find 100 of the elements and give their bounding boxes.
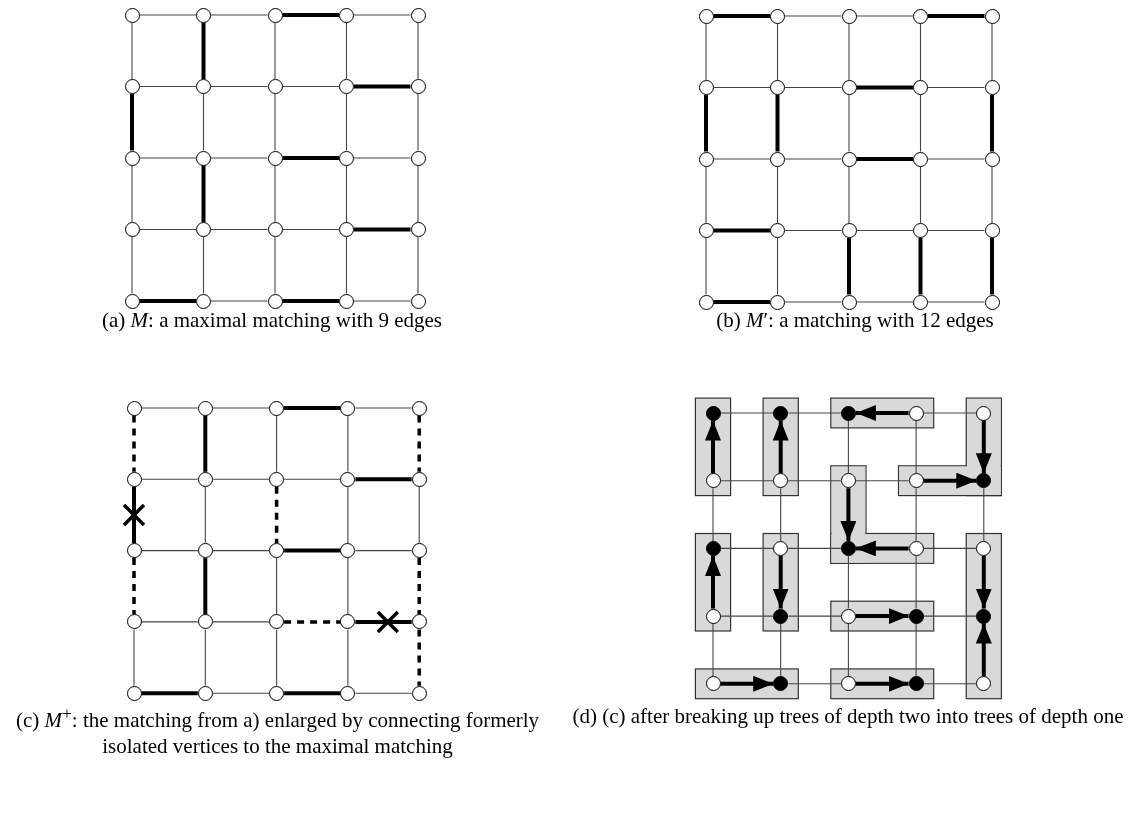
graph-edge bbox=[276, 414, 278, 473]
vertex-circle bbox=[410, 7, 426, 23]
graph-edge bbox=[417, 236, 419, 295]
arrow bbox=[855, 405, 909, 421]
graph-edge bbox=[138, 228, 197, 231]
matching-edge bbox=[284, 406, 341, 410]
vertex-circle bbox=[196, 7, 211, 23]
graph-edge bbox=[274, 21, 276, 80]
graph-edge bbox=[138, 14, 197, 16]
vertex-circle bbox=[340, 685, 356, 701]
graph-edge bbox=[347, 414, 349, 473]
matching-edge bbox=[713, 228, 770, 233]
graph-edge bbox=[417, 93, 419, 152]
arrow bbox=[975, 623, 992, 677]
graph-edge bbox=[347, 486, 349, 544]
vertex-circle bbox=[340, 543, 356, 559]
graph-edge bbox=[418, 486, 420, 544]
graph-edge bbox=[847, 623, 849, 677]
graph-edge bbox=[719, 412, 774, 414]
graph-edge bbox=[719, 615, 774, 617]
graph-edge bbox=[719, 547, 774, 549]
matching-edge bbox=[918, 238, 923, 295]
vertex-circle bbox=[698, 151, 714, 167]
vertex-circle bbox=[126, 614, 142, 630]
vertex-circle bbox=[124, 79, 140, 94]
graph-edge bbox=[204, 628, 206, 687]
arrow bbox=[705, 555, 721, 609]
vertex-circle bbox=[770, 151, 785, 167]
vertex-circle bbox=[269, 685, 285, 701]
vertex-circle bbox=[984, 294, 1000, 310]
graph-edge bbox=[927, 301, 986, 303]
graph-edge bbox=[787, 683, 842, 685]
graph-edge bbox=[927, 229, 986, 232]
graph-edge bbox=[848, 94, 850, 153]
dashed-edge bbox=[417, 629, 421, 686]
graph-edge bbox=[919, 94, 922, 153]
vertex-circle bbox=[267, 222, 283, 237]
matching-edge bbox=[282, 13, 339, 17]
matching-edge bbox=[856, 85, 913, 90]
graph-edge bbox=[354, 692, 413, 694]
graph-edge bbox=[705, 22, 707, 81]
vertex-circle bbox=[770, 294, 785, 310]
graph-edge bbox=[927, 158, 986, 160]
vertex-circle bbox=[269, 614, 285, 630]
arrow bbox=[705, 420, 721, 474]
graph-edge bbox=[776, 237, 779, 296]
dashed-edge bbox=[274, 486, 279, 544]
graph-edge bbox=[345, 236, 348, 295]
matching-edge bbox=[130, 94, 134, 151]
graph-edge bbox=[140, 407, 199, 409]
graph-edge bbox=[210, 85, 269, 88]
arrow bbox=[975, 555, 992, 609]
vertex-circle bbox=[197, 400, 213, 416]
matching-edge bbox=[132, 486, 136, 544]
graph-edge bbox=[210, 157, 269, 159]
graph-edge bbox=[927, 86, 986, 89]
arrow bbox=[855, 540, 909, 557]
graph-edge bbox=[281, 85, 340, 88]
vertex-circle bbox=[984, 151, 1000, 167]
matching-edge bbox=[355, 477, 412, 482]
vertex-circle bbox=[770, 8, 785, 24]
vertex-circle bbox=[698, 8, 714, 24]
graph-edge bbox=[345, 21, 348, 80]
vertex-circle bbox=[267, 293, 283, 309]
vertex-circle bbox=[411, 543, 427, 559]
vertex-circle bbox=[841, 80, 857, 95]
graph-edge bbox=[283, 478, 341, 480]
vertex-circle bbox=[269, 543, 285, 559]
graph-edge bbox=[855, 480, 910, 482]
vertex-circle bbox=[841, 8, 857, 24]
graph-edge bbox=[712, 86, 771, 89]
matching-edge bbox=[713, 300, 770, 304]
matching-edge bbox=[704, 95, 708, 152]
graph-edge bbox=[353, 300, 412, 302]
graph-edge bbox=[347, 628, 349, 687]
graph-edge bbox=[140, 621, 199, 623]
vertex-circle bbox=[340, 400, 356, 416]
matching-edge bbox=[203, 415, 208, 472]
vertex-circle bbox=[197, 685, 213, 701]
graph-edge bbox=[131, 21, 133, 80]
vertex-circle bbox=[410, 79, 426, 94]
matching-edge bbox=[713, 14, 770, 18]
graph-edge bbox=[212, 407, 270, 409]
graph-edge bbox=[281, 228, 340, 231]
graph-edge bbox=[712, 487, 714, 542]
graph-edge bbox=[274, 236, 276, 295]
vertex-circle bbox=[124, 222, 140, 237]
graph-edge bbox=[847, 419, 849, 474]
graph-edge bbox=[712, 623, 714, 677]
graph-edge bbox=[919, 22, 922, 81]
graph-edge bbox=[202, 93, 205, 152]
graph-edge bbox=[212, 478, 270, 480]
vertex-circle bbox=[197, 614, 213, 630]
graph-edge bbox=[138, 157, 197, 159]
arrow bbox=[840, 488, 857, 541]
vertex-circle bbox=[267, 79, 283, 94]
vertex-circle bbox=[410, 222, 426, 237]
graph-edge bbox=[847, 555, 849, 610]
graph-edge bbox=[787, 412, 842, 414]
dashed-edge bbox=[417, 558, 421, 615]
